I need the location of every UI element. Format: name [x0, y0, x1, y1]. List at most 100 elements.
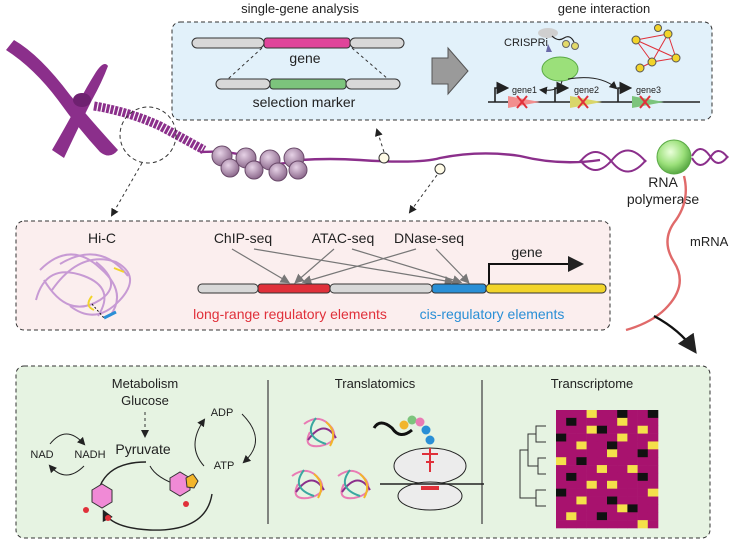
dnaseseq-label: DNase-seq [394, 230, 464, 246]
dcas9-icon [541, 56, 579, 82]
heatmap-cell [637, 520, 649, 529]
heatmap-cell [637, 496, 649, 505]
glucose-label: Glucose [121, 393, 169, 408]
heatmap-cell [576, 472, 587, 482]
heatmap-cell [647, 496, 659, 505]
heatmap-cell [596, 496, 608, 505]
heatmap-cell [556, 410, 567, 419]
heatmap-cell [627, 496, 638, 505]
heatmap-cell [607, 433, 618, 442]
rna-polymerase-icon [656, 139, 692, 175]
gene3-label: gene3 [636, 85, 661, 95]
chromosome-icon [6, 40, 207, 164]
heatmap-cell [566, 417, 577, 427]
heatmap-cell [637, 504, 649, 513]
heatmap-cell [647, 417, 659, 427]
heatmap-cell [607, 512, 618, 521]
heatmap-cell [637, 480, 649, 489]
heatmap-cell [566, 433, 577, 442]
heatmap-cell [576, 417, 587, 427]
heatmap-cell [617, 496, 628, 505]
heatmap-cell [556, 520, 567, 529]
regulatory-panel: Hi-C ChIP-seq ATAC-seq DNase-seq [15, 220, 611, 331]
atp-label: ATP [214, 460, 235, 472]
heatmap-cell [566, 425, 577, 434]
polymerase-label: polymerase [627, 191, 700, 207]
heatmap-cell [586, 449, 598, 458]
heatmap-cell [607, 441, 618, 450]
heatmap-cell [617, 417, 628, 427]
reg-gene-label: gene [511, 244, 542, 260]
heatmap-cell [647, 457, 659, 466]
heatmap-cell [596, 504, 608, 513]
heatmap-cell [586, 488, 598, 497]
heatmap-cell [586, 457, 598, 466]
heatmap-cell [617, 433, 628, 442]
heatmap-cell [586, 410, 598, 419]
mrna-label: mRNA [690, 234, 729, 249]
heatmap-cell [637, 457, 649, 466]
heatmap-cell [627, 465, 638, 474]
protein-tangles [291, 417, 371, 500]
heatmap-cell [556, 417, 567, 427]
heatmap-cell [607, 417, 618, 427]
heatmap-cell [576, 488, 587, 497]
heatmap-cell [586, 520, 598, 529]
heatmap-cell [617, 425, 628, 434]
heatmap-cell [596, 520, 608, 529]
heatmap-cell [637, 410, 649, 419]
heatmap-cell [607, 425, 618, 434]
heatmap-cell [647, 472, 659, 482]
selection-marker-segment [269, 78, 347, 90]
transcriptome-label: Transcriptome [551, 376, 634, 391]
heatmap-cell [596, 480, 608, 489]
heatmap-cell [586, 512, 598, 521]
heatmap-cell [647, 441, 659, 450]
heatmap-cell [566, 496, 577, 505]
heatmap-cell [617, 449, 628, 458]
heatmap-cell [647, 465, 659, 474]
heatmap-cell [596, 433, 608, 442]
heatmap-cell [576, 465, 587, 474]
heatmap-cell [647, 433, 659, 442]
metabolism-label: Metabolism [112, 376, 178, 391]
omics-panel: Metabolism Glucose Pyruvate NAD NADH ADP… [15, 365, 711, 539]
heatmap-cell [617, 410, 628, 419]
heatmap-cell [596, 465, 608, 474]
heatmap-cell [607, 496, 618, 505]
heatmap-cell [647, 425, 659, 434]
locus-marker-1 [378, 152, 390, 164]
heatmap-cell [576, 425, 587, 434]
heatmap-cell [566, 457, 577, 466]
heatmap-cell [627, 488, 638, 497]
heatmap-cell [596, 417, 608, 427]
heatmap-cell [607, 504, 618, 513]
heatmap-cell [556, 449, 567, 458]
heatmap-cell [576, 480, 587, 489]
heatmap-cell [566, 520, 577, 529]
heatmap-cell [556, 480, 567, 489]
gene-interaction-title: gene interaction [558, 1, 651, 16]
heatmap-cell [566, 441, 577, 450]
heatmap-cell [637, 488, 649, 497]
heatmap-cell [556, 488, 567, 497]
gene2-label: gene2 [574, 85, 599, 95]
heatmap-cell [556, 465, 567, 474]
heatmap-cell [566, 410, 577, 419]
gene2-arrow [570, 96, 602, 108]
translatomics-label: Translatomics [335, 376, 416, 391]
heatmap-cell [576, 512, 587, 521]
heatmap-cell [586, 433, 598, 442]
heatmap-cell [576, 433, 587, 442]
hic-loops-icon [35, 253, 131, 317]
heatmap-cell [637, 449, 649, 458]
heatmap-cell [627, 410, 638, 419]
heatmap-cell [596, 457, 608, 466]
chipseq-label: ChIP-seq [214, 230, 272, 246]
long-range-label: long-range regulatory elements [193, 306, 387, 322]
heatmap-cell [617, 488, 628, 497]
heatmap-cell [627, 480, 638, 489]
heatmap-cell [637, 425, 649, 434]
heatmap-cell [586, 472, 598, 482]
heatmap-cell [596, 512, 608, 521]
